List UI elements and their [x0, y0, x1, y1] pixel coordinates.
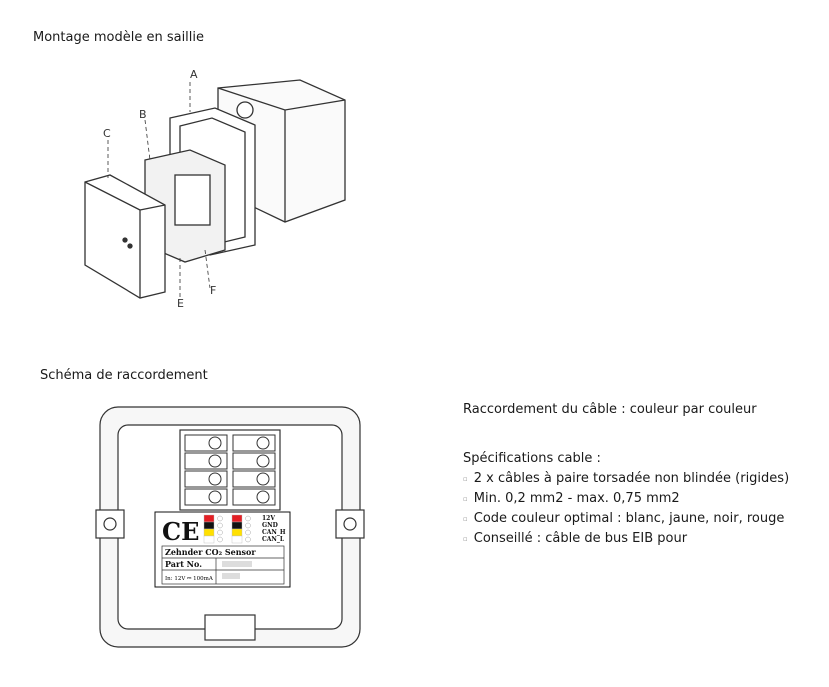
- pin-can-h: CAN_H: [262, 529, 286, 536]
- part-label-a: A: [190, 68, 198, 81]
- terminal-screw: [208, 454, 222, 468]
- connection-note: Raccordement du câble : couleur par coul…: [463, 402, 757, 417]
- bullet-icon: ▫: [463, 534, 468, 543]
- terminal: [184, 488, 228, 506]
- terminal-screw: [208, 436, 222, 450]
- section-title-wiring: Schéma de raccordement: [40, 368, 208, 383]
- pin-12v: 12V: [262, 515, 275, 522]
- part-label-f: F: [210, 284, 217, 297]
- pin-hole: [245, 515, 251, 522]
- pin-hole: [217, 515, 223, 522]
- section-title-mounting: Montage modèle en saillie: [33, 30, 205, 45]
- spec-item: ▫Min. 0,2 mm2 - max. 0,75 mm2: [463, 491, 680, 506]
- pin-gnd: GND: [262, 522, 278, 529]
- spec-item: ▫Code couleur optimal : blanc, jaune, no…: [463, 511, 785, 526]
- wire-color-swatch: [203, 521, 215, 530]
- terminal: [184, 434, 228, 452]
- product-name: Zehnder CO₂ Sensor: [165, 547, 256, 557]
- bullet-icon: ▫: [463, 474, 468, 483]
- pin-hole: [217, 536, 223, 543]
- wire-color-swatch: [203, 514, 215, 523]
- wire-color-swatch: [231, 521, 243, 530]
- part-number-label: Part No.: [165, 559, 202, 569]
- pin-hole: [217, 529, 223, 536]
- terminal-screw: [256, 490, 270, 504]
- terminal: [232, 488, 276, 506]
- terminal: [184, 452, 228, 470]
- terminal: [232, 452, 276, 470]
- terminal-screw: [256, 472, 270, 486]
- part-label-c: C: [103, 127, 111, 140]
- pin-hole: [217, 522, 223, 529]
- spec-title: Spécifications cable :: [463, 451, 601, 466]
- bullet-icon: ▫: [463, 494, 468, 503]
- terminal: [184, 470, 228, 488]
- part-label-e: E: [177, 297, 184, 310]
- wire-color-swatch: [203, 528, 215, 537]
- spec-item: ▫Conseillé : câble de bus EIB pour: [463, 531, 688, 546]
- wire-color-swatch: [231, 528, 243, 537]
- ce-mark: CE: [162, 517, 199, 546]
- terminal-screw: [256, 436, 270, 450]
- terminal-screw: [208, 490, 222, 504]
- part-label-b: B: [139, 108, 147, 121]
- pin-hole: [245, 529, 251, 536]
- wire-color-swatch: [203, 535, 215, 544]
- pin-can-l: CAN_L: [262, 536, 285, 543]
- pin-hole: [245, 536, 251, 543]
- power-rating: In: 12V ⎓ 100mA: [165, 576, 214, 582]
- spec-item: ▫2 x câbles à paire torsadée non blindée…: [463, 471, 790, 486]
- terminal-screw: [256, 454, 270, 468]
- wire-color-swatch: [231, 514, 243, 523]
- pin-hole: [245, 522, 251, 529]
- wire-color-swatch: [231, 535, 243, 544]
- terminal: [232, 434, 276, 452]
- terminal-screw: [208, 472, 222, 486]
- terminal: [232, 470, 276, 488]
- bullet-icon: ▫: [463, 514, 468, 523]
